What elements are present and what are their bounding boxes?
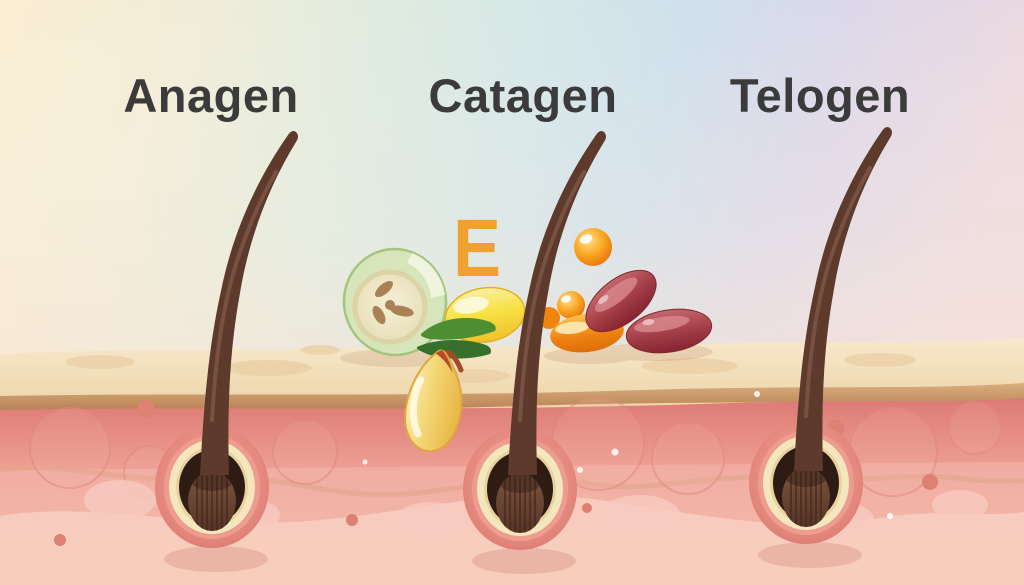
follicle-shadow [758, 542, 862, 568]
orange-softgel-ball-icon [557, 291, 585, 319]
sprout-icon [372, 280, 414, 325]
epidermis-blotches [66, 345, 916, 383]
seed-kernel-icon [342, 247, 448, 357]
follicles [155, 422, 863, 574]
supplements-group: E [340, 203, 713, 453]
epidermis-basal-line [0, 383, 1024, 412]
sunflower-seed-icon [404, 349, 463, 453]
phase-labels: Anagen Catagen Telogen [123, 69, 910, 122]
follicle-shadow [472, 548, 576, 574]
red-pill-icon [625, 308, 713, 354]
orange-softgel-ball-icon [574, 228, 612, 266]
vitamin-e-letter: E [453, 203, 501, 294]
dermis-pink-dots [54, 400, 938, 546]
red-pill-icon [585, 269, 657, 333]
phase-label-anagen: Anagen [123, 69, 298, 122]
dermis-white-dots [362, 391, 893, 543]
phase-label-catagen: Catagen [429, 69, 618, 122]
phase-label-telogen: Telogen [730, 69, 910, 122]
follicle-shadow [164, 546, 268, 572]
